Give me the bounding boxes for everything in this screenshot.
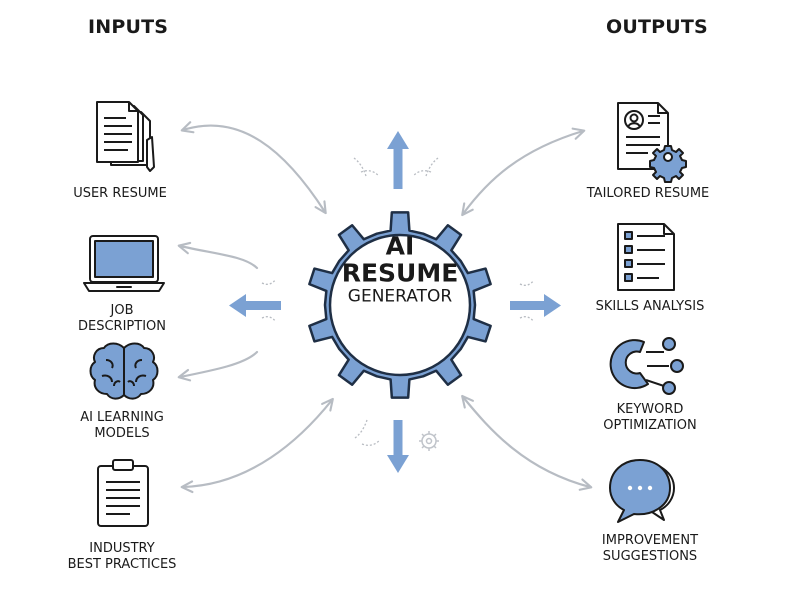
label-line: BEST PRACTICES [67,557,177,572]
connector-best-practices [180,397,334,494]
clipboard-icon [97,459,149,527]
checklist-icon [617,223,675,291]
center-title-line2: RESUME [341,258,459,288]
output-label-keyword-optimization: KEYWORD OPTIMIZATION [603,402,696,434]
profile-resume-icon [617,102,687,183]
arrow-left [229,294,281,317]
label-line: INDUSTRY [89,541,155,556]
input-label-job-description: JOB DESCRIPTION [78,303,166,335]
output-label-tailored-resume: TAILORED RESUME [587,186,710,202]
label-line: JOB [110,303,134,318]
connector-ai-models [177,350,259,382]
label-line: AI LEARNING [80,410,164,425]
label-line: IMPROVEMENT [601,533,699,548]
label-line: DESCRIPTION [78,319,166,334]
document-icon [96,101,155,172]
label-line: USER RESUME [73,186,167,201]
connector-user-resume [180,121,327,215]
gear-icon [308,211,492,399]
laptop-icon [83,235,165,292]
connector-improvement [461,394,593,491]
output-label-skills-analysis: SKILLS ANALYSIS [596,299,705,315]
arrow-down [387,420,409,473]
center-title-line3: GENERATOR [347,286,453,307]
label-line: KEYWORD [616,402,684,417]
arrow-up [387,131,409,189]
connector-tailored-resume [461,127,586,217]
input-label-user-resume: USER RESUME [73,186,167,202]
connector-job-description [177,241,259,270]
label-line: MODELS [94,426,150,441]
chat-bubbles-icon [609,459,675,523]
center-title-line1: AI [385,231,415,261]
label-line: SUGGESTIONS [602,549,698,564]
brain-icon [89,342,159,400]
inputs-heading: INPUTS [88,16,169,38]
small-gear-icon [419,431,439,451]
label-line: SKILLS ANALYSIS [595,299,705,314]
arrow-right [510,294,561,317]
output-label-improvement-suggestions: IMPROVEMENT SUGGESTIONS [602,533,698,565]
label-line: OPTIMIZATION [603,418,697,433]
network-pie-icon [609,337,684,395]
center-title: AI RESUME GENERATOR [342,233,459,308]
decorative-sparks [261,157,535,446]
input-label-ai-models: AI LEARNING MODELS [80,410,164,442]
label-line: TAILORED RESUME [586,186,710,201]
outputs-heading: OUTPUTS [606,16,708,38]
input-label-best-practices: INDUSTRY BEST PRACTICES [68,541,177,573]
